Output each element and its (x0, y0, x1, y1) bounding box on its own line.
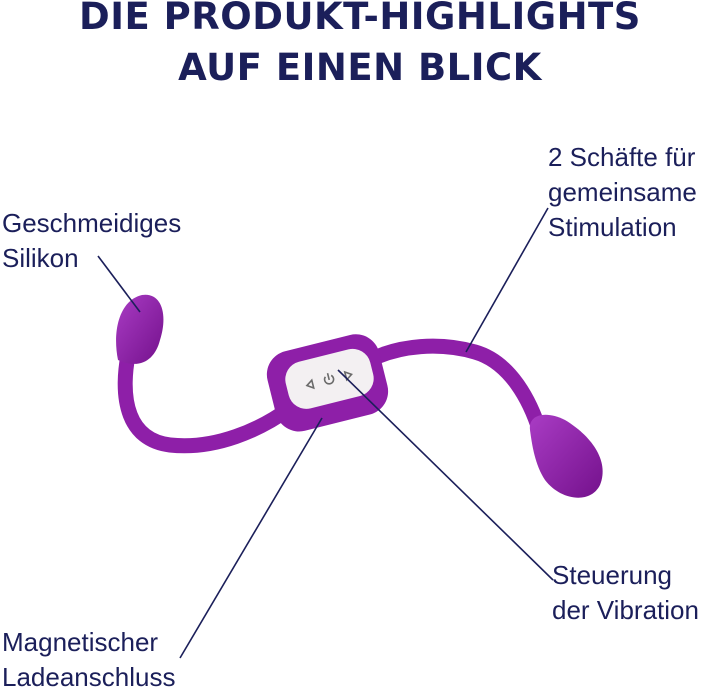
label-ladeanschluss: Magnetischer Ladeanschluss (2, 627, 176, 692)
device-flexible-arm (117, 338, 548, 454)
callout-line-lade (179, 417, 323, 659)
label-schaefte: 2 Schäfte für gemeinsame Stimulation (548, 142, 697, 242)
right-arrow-icon (343, 370, 353, 382)
headline-line-2: AUF EINEN BLICK (178, 46, 542, 89)
device-right-tip (529, 414, 603, 498)
callout-line-schaefte (465, 207, 549, 353)
device-left-tip (116, 294, 164, 364)
power-icon (323, 372, 335, 385)
callout-line-steuerung (337, 369, 554, 581)
headline-line-1: DIE PRODUKT-HIGHLIGHTS (79, 0, 641, 38)
label-silikon: Geschmeidiges Silikon (2, 208, 182, 273)
label-steuerung: Steuerung der Vibration (552, 560, 699, 625)
callout-line-silikon (97, 255, 141, 313)
left-arrow-icon (305, 378, 315, 390)
